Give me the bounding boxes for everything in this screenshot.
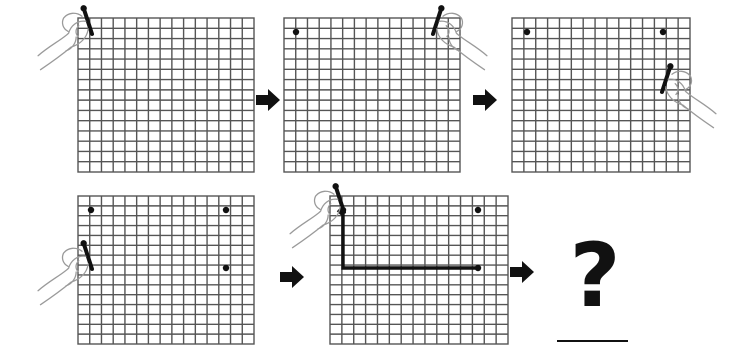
grid-panel-2 [284, 18, 460, 172]
grid-panel-4 [78, 196, 254, 344]
grid-dot [223, 265, 229, 271]
grid-panel-5 [330, 196, 508, 344]
grid-dot [660, 29, 666, 35]
grid-dot [293, 29, 299, 35]
right-arrow-icon [473, 89, 497, 111]
grid-dot [524, 29, 530, 35]
grid-frame [284, 18, 460, 172]
grid-frame [512, 18, 690, 172]
grid-panel-1 [78, 18, 254, 172]
grid-frame [330, 196, 508, 344]
grid-dot [88, 207, 94, 213]
grid-dot [475, 207, 481, 213]
right-arrow-icon [510, 261, 534, 283]
right-arrow-icon [280, 266, 304, 288]
grid-frame [78, 18, 254, 172]
right-arrow-icon [256, 89, 280, 111]
answer-slot: ? [557, 224, 628, 341]
grid-dot [223, 207, 229, 213]
grid-dot [475, 265, 481, 271]
question-mark-icon: ? [569, 224, 620, 327]
grid-panel-3 [512, 18, 690, 172]
